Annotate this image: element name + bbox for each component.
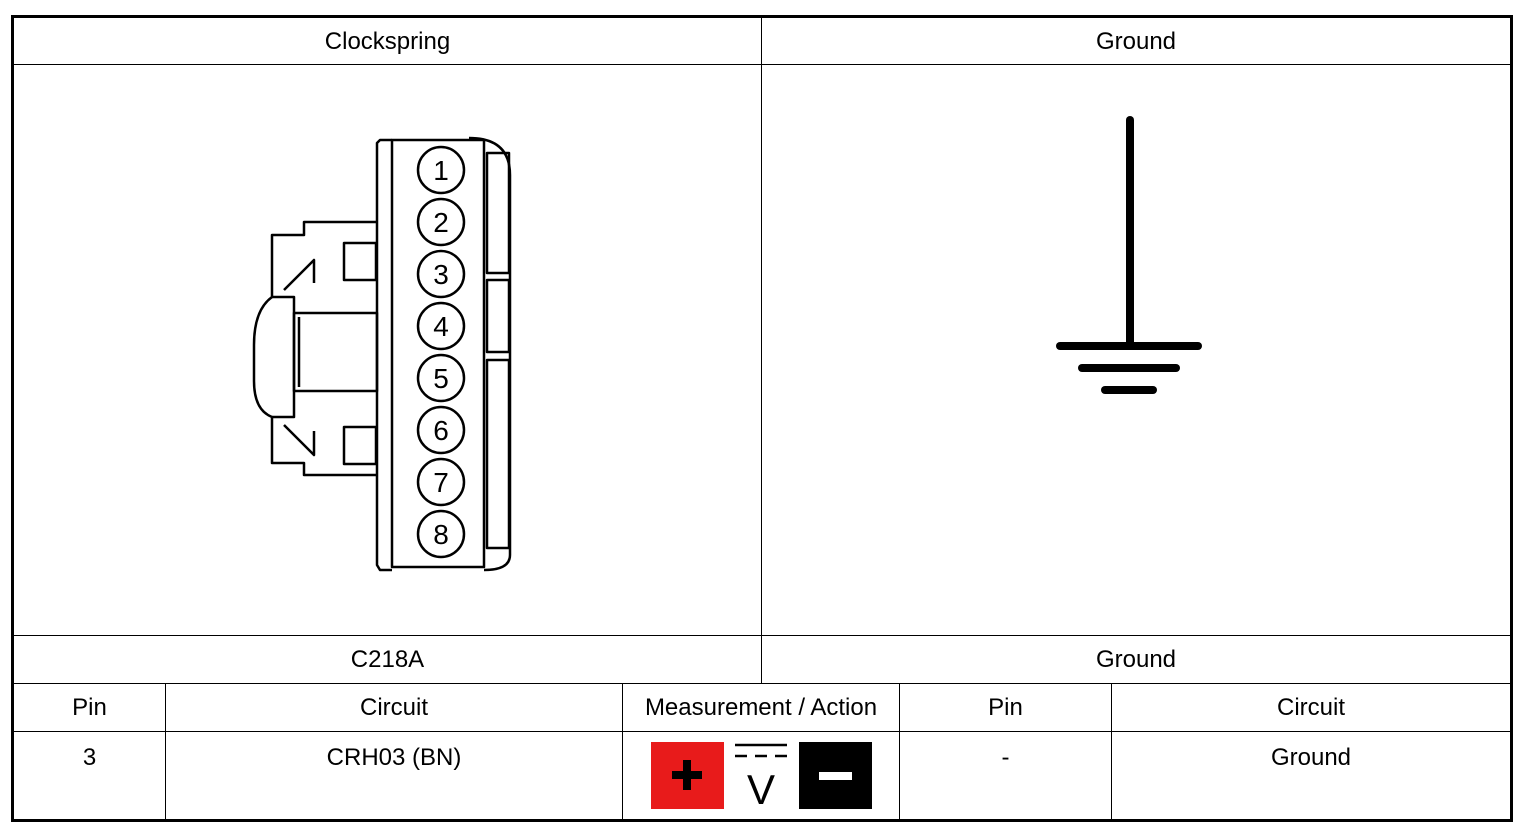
col-divider-main [761, 18, 762, 683]
ground-symbol [1056, 116, 1202, 394]
pin-1-label: 1 [433, 155, 449, 186]
pin-6-circle [416, 405, 466, 455]
ground-label: Ground [1095, 646, 1177, 673]
volt-symbol: V [747, 766, 775, 809]
row-pin-a: 3 [82, 744, 97, 771]
clockspring-connector-diagram: 1 2 3 4 5 6 7 8 [252, 136, 512, 572]
pin-8-label: 8 [433, 519, 449, 550]
row-circuit-a: CRH03 (BN) [326, 744, 462, 771]
row-divider-connector [14, 683, 1510, 684]
pin-8-circle [416, 509, 466, 559]
col-divider-4 [1111, 683, 1112, 819]
col-header-pin-a: Pin [72, 694, 107, 721]
pin-7-label: 7 [433, 467, 449, 498]
row-divider-columns [14, 731, 1510, 732]
minus-glyph [819, 772, 852, 780]
col-header-measurement: Measurement / Action [644, 694, 878, 721]
latch-segment [485, 278, 511, 354]
pin-5-circle [416, 353, 466, 403]
plus-glyph [672, 760, 702, 790]
pin-3-circle [416, 249, 466, 299]
pin-2-circle [416, 197, 466, 247]
row-divider-top [14, 64, 1510, 65]
pin-7-circle [416, 457, 466, 507]
col-header-circuit-b: Circuit [1276, 694, 1345, 721]
pin-1-circle [416, 145, 466, 195]
latch-segment [485, 358, 511, 550]
row-circuit-b: Ground [1270, 744, 1352, 771]
pin-4-circle [416, 301, 466, 351]
meter-minus-icon [799, 742, 872, 809]
col-header-pin-b: Pin [988, 694, 1023, 721]
row-divider-diagram [14, 635, 1510, 636]
col-divider-3 [899, 683, 900, 819]
header-ground: Ground [1095, 28, 1177, 55]
pin-6-label: 6 [433, 415, 449, 446]
connector-id: C218A [350, 646, 425, 673]
col-header-circuit-a: Circuit [359, 694, 428, 721]
pin-4-label: 4 [433, 311, 449, 342]
meter-plus-icon [651, 742, 724, 809]
dc-volt-icon: V [733, 742, 789, 813]
row-pin-b: - [1001, 744, 1010, 771]
latch-segment [485, 151, 511, 275]
pin-2-label: 2 [433, 207, 449, 238]
col-divider-1 [165, 683, 166, 819]
pin-5-label: 5 [433, 363, 449, 394]
pin-3-label: 3 [433, 259, 449, 290]
pinout-sheet: Clockspring Ground 1 2 3 4 5 6 7 8 [11, 15, 1513, 822]
col-divider-2 [622, 683, 623, 819]
header-clockspring: Clockspring [324, 28, 451, 55]
